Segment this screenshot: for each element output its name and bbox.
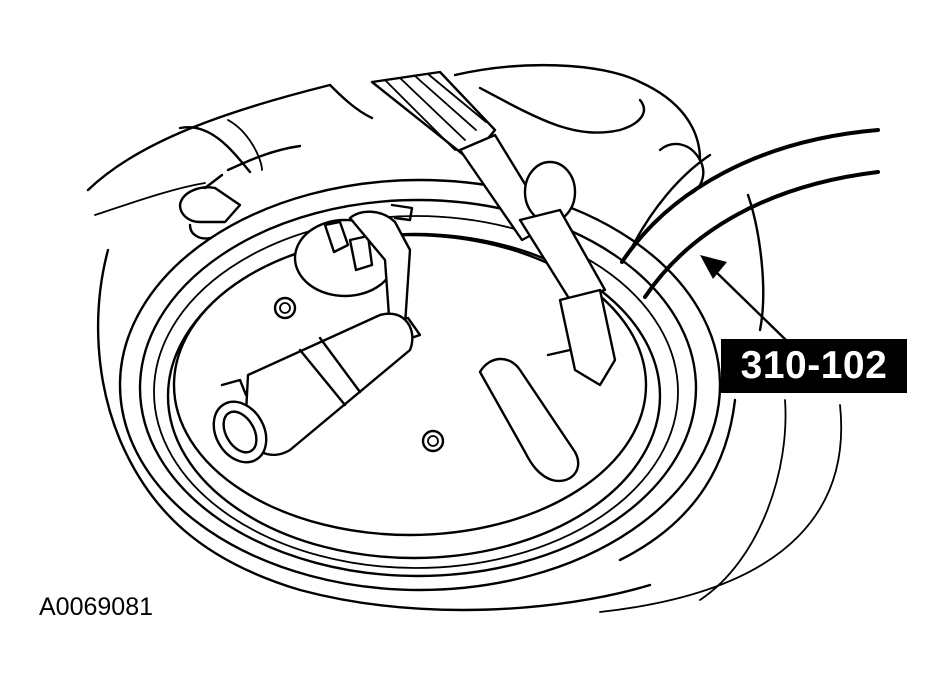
- special-tool-310-102: [620, 128, 880, 299]
- callout-leader-arrow: [700, 255, 790, 344]
- module-flange: [172, 233, 648, 537]
- tool-number-callout: 310-102: [721, 339, 907, 393]
- fuel-supply-line: [370, 70, 617, 387]
- electrical-connector: [293, 203, 422, 342]
- pigtail-connector: [212, 312, 414, 464]
- figure-id-label: A0069081: [39, 593, 154, 621]
- vent-hose-clip: [178, 173, 242, 240]
